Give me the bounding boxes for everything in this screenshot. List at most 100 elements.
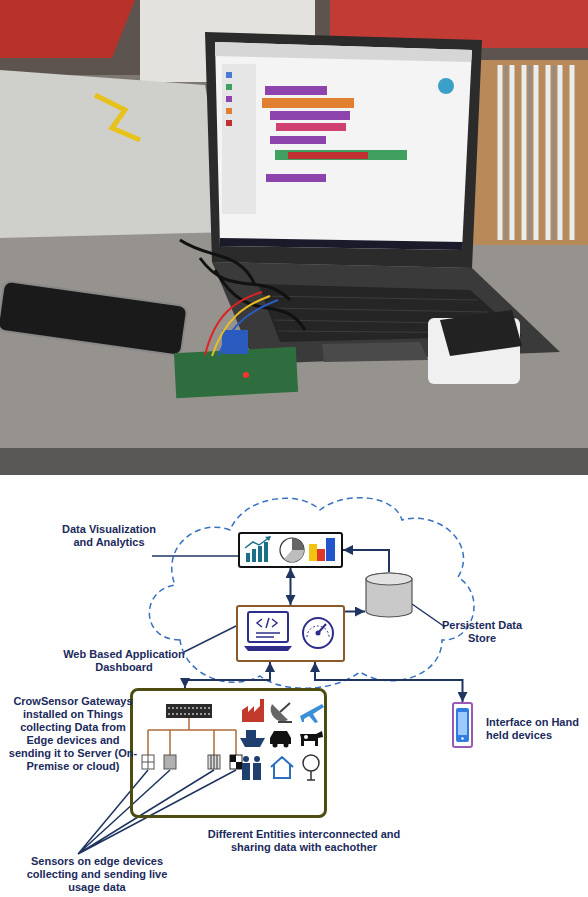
block-sidebar	[222, 64, 256, 214]
paper-edges	[506, 65, 554, 240]
palette-swatch	[226, 108, 232, 114]
phone-button	[461, 737, 463, 739]
datastore-cylinder: Persistent Data Store	[365, 572, 413, 618]
person-icon	[253, 763, 261, 780]
bar3d-icon	[317, 549, 325, 561]
connector-arrow	[185, 662, 270, 688]
car-wheel	[273, 743, 278, 748]
code-block	[270, 136, 326, 144]
palette-swatch	[226, 96, 232, 102]
trend-line	[245, 537, 270, 548]
connector-arrow	[315, 662, 463, 702]
sensor-grid	[142, 755, 154, 769]
person-icon	[254, 756, 260, 762]
house-icon	[271, 757, 293, 778]
bar-icon	[258, 546, 262, 562]
satellite-mast	[278, 703, 292, 722]
cylinder-shape	[365, 572, 413, 618]
cow-spot	[304, 735, 308, 739]
code-block	[266, 174, 326, 182]
leader-line	[152, 555, 238, 557]
cow-icon	[300, 731, 323, 746]
laptop-screen	[215, 42, 472, 250]
leader-line	[78, 770, 236, 854]
cylinder-body	[366, 573, 412, 617]
phone-screen	[458, 712, 467, 735]
car-wheel	[284, 743, 289, 748]
tree-icon	[303, 755, 319, 771]
led	[243, 372, 249, 378]
car-icon	[270, 731, 291, 744]
laptop-icon	[248, 612, 288, 642]
app-logo	[438, 78, 454, 94]
sensor-square	[142, 755, 154, 769]
factory-icon	[242, 699, 264, 722]
text-label: Web Based Application Dashboard	[54, 648, 194, 674]
blue-wire	[218, 300, 278, 356]
palette-swatch	[226, 72, 232, 78]
touchpad	[322, 342, 428, 362]
phone-on-device	[440, 310, 522, 356]
gauge-icon	[303, 618, 333, 648]
bar3d-icon	[326, 538, 335, 561]
text-label: Persistent Data Store	[440, 619, 524, 645]
pie-icon	[280, 538, 304, 562]
desk-edge	[0, 448, 588, 475]
clear-box	[0, 70, 232, 238]
taskbar	[220, 238, 463, 250]
text-label: CrowSensor Gateways installed on Things …	[7, 695, 139, 773]
photo-background	[0, 0, 588, 475]
connector-arrow	[290, 568, 292, 605]
connector-arrow	[345, 611, 365, 613]
text-label: Interface on Hand held devices	[486, 716, 588, 742]
laptop-bezel	[205, 32, 482, 268]
code-block	[275, 150, 407, 160]
code-block	[270, 111, 350, 120]
gauge-ticks	[307, 626, 329, 637]
dashboard-box: Web Based Application Dashboard	[236, 605, 345, 662]
code-symbol	[257, 619, 262, 627]
phone-icon	[456, 708, 469, 742]
laptop-icon-base	[244, 646, 292, 651]
bar-icon	[264, 542, 268, 562]
yellow-wire	[212, 296, 270, 356]
palette-swatch	[226, 84, 232, 90]
leader-line	[184, 626, 236, 652]
red-wire	[205, 292, 262, 355]
sensor-checker	[230, 755, 242, 769]
ship-cabin	[246, 730, 256, 738]
code-symbol	[272, 619, 277, 627]
cylinder-top	[366, 573, 412, 585]
text-label: Different Entities interconnected and sh…	[197, 828, 411, 854]
gauge-hub	[316, 631, 321, 636]
desk-photo	[0, 0, 588, 475]
palette-swatch	[226, 120, 232, 126]
chart-box: Data Visualization and Analytics	[238, 532, 343, 568]
sensor-stripes	[211, 755, 217, 769]
connector-arrow	[343, 550, 389, 572]
pie-slice	[292, 538, 304, 550]
sensor-tree	[148, 718, 236, 755]
cloud-outline	[149, 498, 474, 689]
diagram-background	[0, 475, 588, 897]
trend-arrowhead	[265, 536, 271, 541]
code-symbol	[266, 618, 269, 628]
pie-slice	[284, 550, 304, 562]
code-lines	[256, 633, 280, 637]
sensor-square	[164, 755, 176, 769]
papers	[500, 65, 572, 240]
gateway-chip	[166, 704, 212, 718]
handheld-box: Interface on Hand held devices	[452, 702, 473, 748]
sensor-square	[230, 755, 242, 769]
person-icon	[243, 756, 249, 762]
circuit-board	[174, 347, 298, 398]
bar3d-icon	[309, 544, 317, 561]
bar-icon	[252, 549, 256, 562]
yellow-tape	[95, 95, 140, 140]
code-block	[262, 98, 354, 108]
airplane-icon	[300, 704, 324, 723]
gateway-box: CrowSensor Gateways installed on Things …	[130, 688, 327, 818]
code-block	[276, 123, 346, 131]
code-block	[288, 152, 368, 159]
